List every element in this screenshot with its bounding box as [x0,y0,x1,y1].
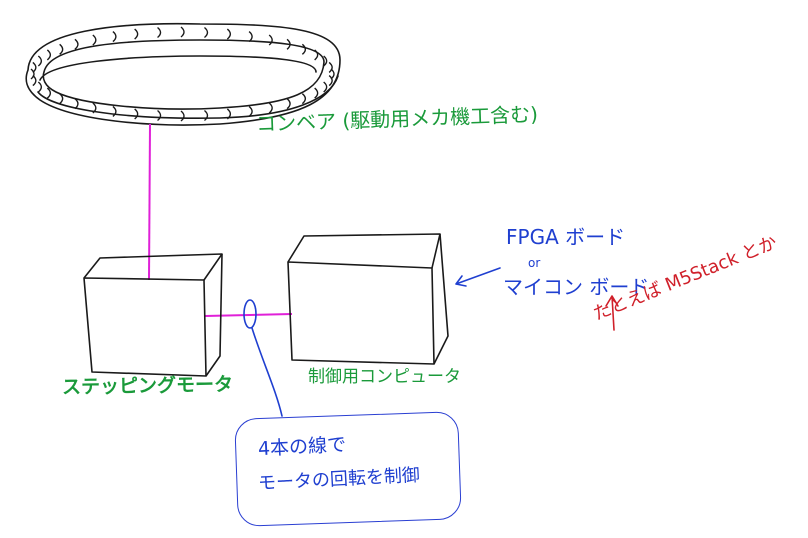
conveyor-link [92,34,97,46]
computer-box [287,233,449,365]
conveyor-link [59,93,64,105]
conveyor-link [59,43,64,55]
conveyor-link [112,31,117,43]
conveyor-link [314,49,319,61]
conveyor-link [314,87,319,99]
board-pointer-arrow [455,267,501,287]
conveyor-link [92,102,97,114]
wire-bundle-loop [243,299,257,329]
conveyor-to-motor-wire [148,123,151,281]
note-pointer-line [251,327,283,417]
conveyor-link [323,55,328,67]
conveyor-link [112,105,117,117]
conveyor-link [203,26,209,39]
control-computer-label: 制御用コンピュータ [308,367,461,387]
example-arrow [605,295,619,331]
conveyor-link [203,109,209,122]
conveyor-link [134,28,139,40]
pointers [243,267,501,417]
conveyor-links [30,26,335,122]
mcu-board-label: マイコン ボード [503,275,650,299]
conveyor-link [74,38,79,50]
conveyor-link [74,98,79,110]
conveyor-link [226,108,232,120]
stepper-motor-box [83,253,223,377]
conveyor-link [180,26,185,38]
conveyor-link [30,68,35,80]
conveyor-link [46,87,52,99]
conveyor-link [37,55,43,67]
conveyor-link [37,81,43,93]
motor-to-computer-wire [204,313,293,317]
conveyor-belt [25,22,341,126]
conveyor-link [157,109,162,122]
conveyor-link [301,93,307,105]
conveyor-link [328,61,333,73]
conveyor-link [286,38,291,50]
wires [148,123,293,317]
fpga-board-label: FPGA ボード [506,225,626,249]
or-label: or [528,256,541,270]
conveyor-link [268,102,273,114]
conveyor-link [301,43,307,55]
conveyor-link [323,81,328,93]
conveyor-link [157,26,162,39]
conveyor-link [180,110,185,122]
conveyor-link [226,28,232,40]
stepper-motor-label: ステッピングモータ [61,373,234,399]
conveyor-link [248,105,253,117]
conveyor-link [248,31,253,43]
conveyor-link [46,49,52,61]
conveyor-link [32,61,37,73]
conveyor-link [134,108,139,120]
conveyor-link [286,98,291,110]
conveyor-link [328,75,333,87]
wire-note-line1: 4本の線で [257,433,347,461]
conveyor-link [268,34,273,46]
